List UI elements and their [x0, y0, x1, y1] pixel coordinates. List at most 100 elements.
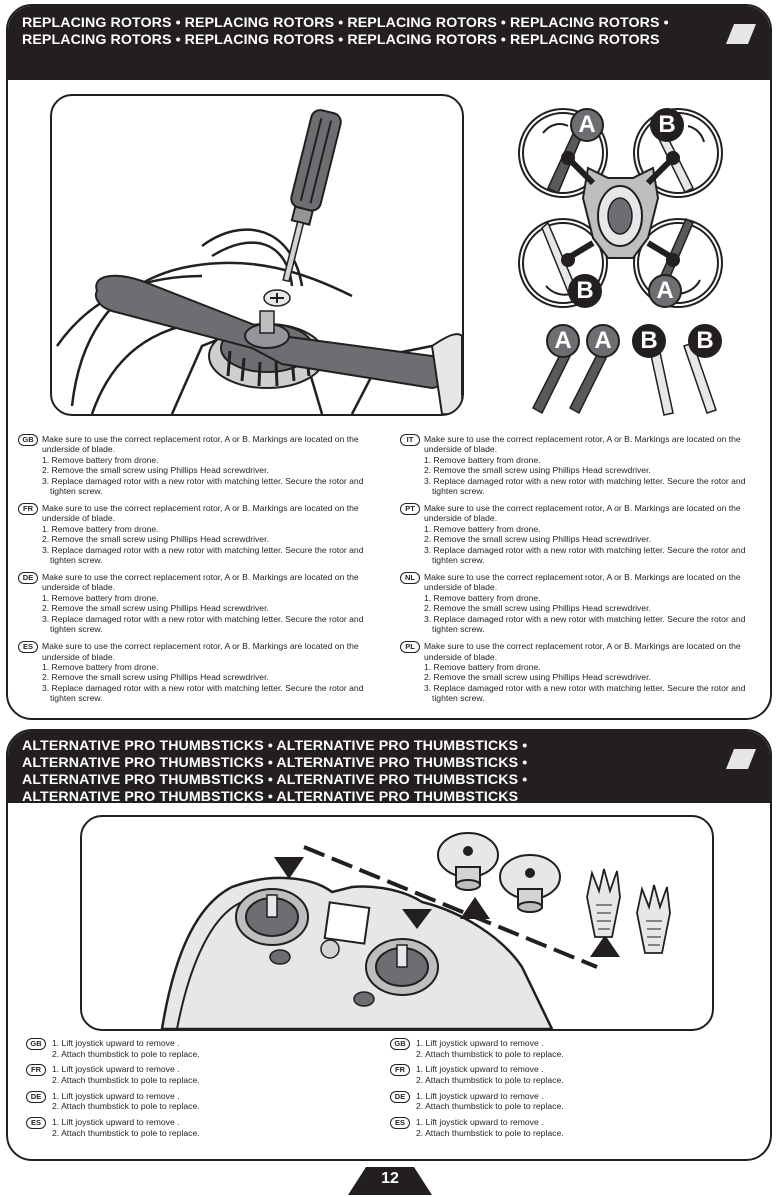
instruction-step: 3. Replace damaged rotor with a new roto… [42, 613, 364, 635]
instruction-intro: Make sure to use the correct replacement… [424, 641, 741, 662]
instruction-intro: Make sure to use the correct replacement… [42, 572, 359, 593]
instruction-step: 1. Remove battery from drone. [424, 454, 541, 465]
rotors-banner-line: REPLACING ROTORS • REPLACING ROTORS • RE… [22, 32, 660, 48]
rotor-label-a: A [648, 274, 682, 308]
thumbstick-block-de: DE 1. Lift joystick upward to remove . 2… [26, 1090, 326, 1112]
instruction-block-nl: NL Make sure to use the correct replacem… [400, 572, 755, 634]
instruction-step: 2. Remove the small screw using Phillips… [424, 672, 651, 683]
lang-badge: ES [26, 1117, 46, 1130]
instruction-step: 2. Attach thumbstick to pole to replace. [416, 1048, 564, 1059]
lang-badge: ES [18, 641, 38, 654]
instruction-step: 2. Attach thumbstick to pole to replace. [416, 1101, 564, 1112]
instruction-step: 1. Remove battery from drone. [42, 661, 159, 672]
instruction-step: 1. Remove battery from drone. [42, 523, 159, 534]
rotor-label-b: B [688, 324, 722, 358]
instruction-step: 3. Replace damaged rotor with a new roto… [424, 475, 746, 497]
rotor-label-b: B [568, 274, 602, 308]
instruction-intro: Make sure to use the correct replacement… [42, 434, 359, 455]
lang-badge: PL [400, 641, 420, 654]
instruction-step: 1. Remove battery from drone. [42, 454, 159, 465]
rotor-label-a: A [546, 324, 580, 358]
instruction-block-pt: PT Make sure to use the correct replacem… [400, 503, 755, 565]
thumbstick-block-es: ES 1. Lift joystick upward to remove . 2… [26, 1117, 326, 1138]
instruction-block-fr: FR Make sure to use the correct replacem… [18, 503, 373, 565]
rotor-label-b: B [632, 324, 666, 358]
rotor-label-a: A [570, 108, 604, 142]
instruction-step: 3. Replace damaged rotor with a new roto… [42, 475, 364, 497]
instruction-step: 2. Attach thumbstick to pole to replace. [52, 1127, 200, 1138]
corner-tab-icon [726, 749, 756, 769]
thumbsticks-banner: ALTERNATIVE PRO THUMBSTICKS • ALTERNATIV… [8, 731, 770, 805]
thumbstick-block-fr: FR 1. Lift joystick upward to remove . 2… [390, 1064, 690, 1085]
lang-badge: DE [26, 1090, 46, 1103]
rotors-banner: REPLACING ROTORS • REPLACING ROTORS • RE… [8, 6, 770, 80]
instruction-intro: Make sure to use the correct replacement… [424, 434, 741, 455]
instruction-step: 3. Replace damaged rotor with a new roto… [424, 682, 746, 704]
thumbsticks-banner-line: ALTERNATIVE PRO THUMBSTICKS • ALTERNATIV… [22, 789, 519, 805]
thumbstick-block-gb: GB 1. Lift joystick upward to remove . 2… [26, 1038, 326, 1059]
instruction-step: 2. Remove the small screw using Phillips… [42, 465, 269, 476]
instruction-step: 3. Replace damaged rotor with a new roto… [42, 682, 364, 704]
page-number-tab [348, 1167, 432, 1195]
instruction-step: 1. Remove battery from drone. [42, 592, 159, 603]
lang-badge: NL [400, 572, 420, 585]
rotor-label-b: B [650, 108, 684, 142]
lang-badge: GB [390, 1038, 410, 1050]
lang-badge: IT [400, 434, 420, 446]
lang-badge: PT [400, 503, 420, 516]
instruction-block-pl: PL Make sure to use the correct replacem… [400, 641, 755, 703]
instruction-step: 2. Attach thumbstick to pole to replace. [416, 1074, 564, 1085]
instruction-block-it: IT Make sure to use the correct replacem… [400, 434, 755, 496]
rotor-screw-drawing [55, 109, 462, 414]
instruction-step: 2. Attach thumbstick to pole to replace. [52, 1048, 200, 1059]
thumbsticks-section: ALTERNATIVE PRO THUMBSTICKS • ALTERNATIV… [6, 729, 772, 1161]
lang-badge: FR [390, 1064, 410, 1077]
instruction-step: 2. Remove the small screw using Phillips… [424, 603, 651, 614]
thumbstick-block-de: DE 1. Lift joystick upward to remove . 2… [390, 1090, 690, 1112]
lang-badge: DE [18, 572, 38, 585]
lang-badge: ES [390, 1117, 410, 1130]
instruction-step: 1. Lift joystick upward to remove . [416, 1038, 544, 1048]
lang-badge: GB [26, 1038, 46, 1050]
instruction-intro: Make sure to use the correct replacement… [42, 503, 359, 524]
drone-topdown-drawing [518, 108, 723, 416]
instruction-step: 1. Lift joystick upward to remove . [416, 1117, 544, 1128]
thumbsticks-instructions-right: GB 1. Lift joystick upward to remove . 2… [390, 1038, 690, 1144]
instruction-step: 2. Attach thumbstick to pole to replace. [52, 1074, 200, 1085]
instruction-intro: Make sure to use the correct replacement… [42, 641, 359, 662]
instruction-step: 1. Lift joystick upward to remove . [52, 1090, 180, 1101]
thumbstick-block-gb: GB 1. Lift joystick upward to remove . 2… [390, 1038, 690, 1059]
drone-rotor-diagram: A B B A A A B B [508, 98, 738, 416]
instruction-step: 1. Lift joystick upward to remove . [416, 1090, 544, 1101]
instruction-step: 2. Remove the small screw using Phillips… [42, 672, 269, 683]
thumbsticks-banner-line: ALTERNATIVE PRO THUMBSTICKS • ALTERNATIV… [22, 755, 528, 771]
instruction-step: 1. Remove battery from drone. [424, 661, 541, 672]
thumbsticks-instructions-left: GB 1. Lift joystick upward to remove . 2… [26, 1038, 326, 1144]
instruction-step: 2. Attach thumbstick to pole to replace. [52, 1101, 200, 1112]
rotors-banner-line: REPLACING ROTORS • REPLACING ROTORS • RE… [22, 15, 669, 31]
lang-badge: DE [390, 1090, 410, 1103]
instruction-block-es: ES Make sure to use the correct replacem… [18, 641, 373, 703]
instruction-step: 3. Replace damaged rotor with a new roto… [424, 613, 746, 635]
thumbsticks-banner-line: ALTERNATIVE PRO THUMBSTICKS • ALTERNATIV… [22, 738, 528, 754]
instruction-step: 1. Lift joystick upward to remove . [416, 1064, 544, 1075]
instruction-intro: Make sure to use the correct replacement… [424, 503, 741, 524]
thumbstick-block-es: ES 1. Lift joystick upward to remove . 2… [390, 1117, 690, 1138]
instruction-intro: Make sure to use the correct replacement… [424, 572, 741, 593]
instruction-step: 3. Replace damaged rotor with a new roto… [424, 544, 746, 566]
lang-badge: FR [18, 503, 38, 516]
instruction-step: 1. Lift joystick upward to remove . [52, 1117, 180, 1128]
replacing-rotors-section: REPLACING ROTORS • REPLACING ROTORS • RE… [6, 4, 772, 720]
rotors-instructions-left: GB Make sure to use the correct replacem… [18, 434, 373, 710]
instruction-step: 1. Remove battery from drone. [424, 523, 541, 534]
rotors-instructions-right: IT Make sure to use the correct replacem… [400, 434, 755, 710]
instruction-step: 2. Remove the small screw using Phillips… [42, 603, 269, 614]
thumbsticks-banner-line: ALTERNATIVE PRO THUMBSTICKS • ALTERNATIV… [22, 772, 528, 788]
instruction-step: 2. Remove the small screw using Phillips… [424, 534, 651, 545]
corner-tab-icon [726, 24, 756, 44]
thumbstick-block-fr: FR 1. Lift joystick upward to remove . 2… [26, 1064, 326, 1085]
instruction-step: 3. Replace damaged rotor with a new roto… [42, 544, 364, 566]
instruction-step: 2. Attach thumbstick to pole to replace. [416, 1127, 564, 1138]
instruction-step: 1. Lift joystick upward to remove . [52, 1038, 180, 1048]
controller-thumbstick-drawing [160, 832, 671, 1029]
